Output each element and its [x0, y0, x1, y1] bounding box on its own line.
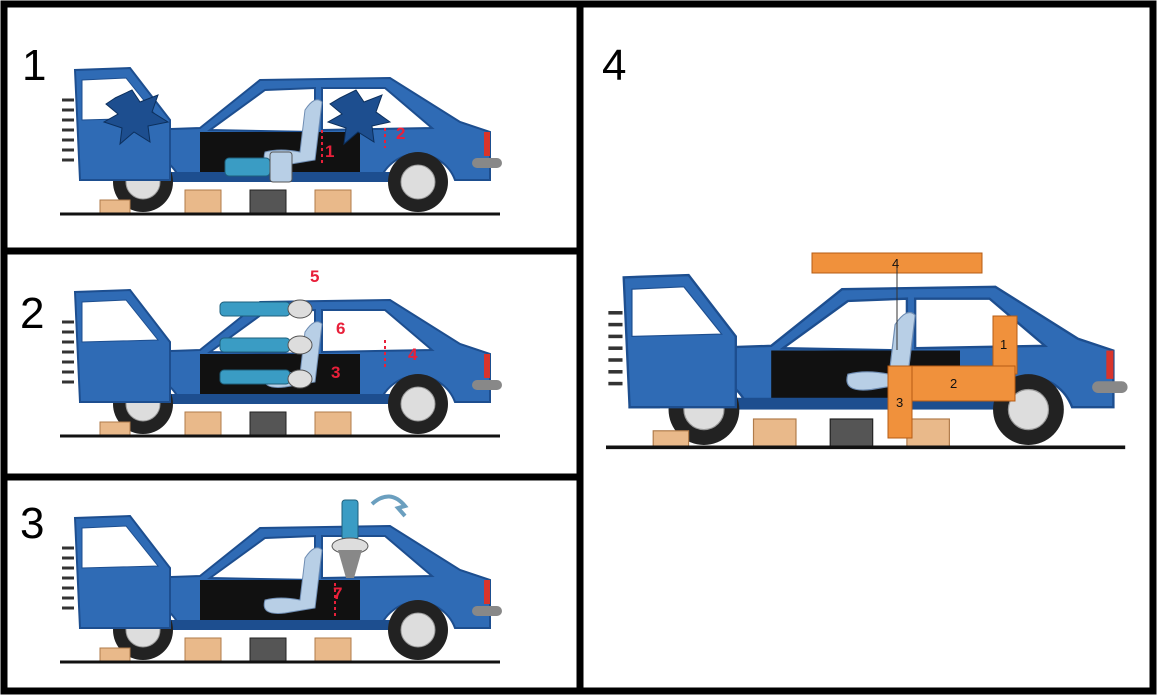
panel-3-car: [60, 496, 502, 662]
panel-1-number: 1: [22, 44, 46, 88]
panel-4-part-label-1: 1: [1000, 337, 1007, 352]
panel-3-number: 3: [20, 502, 44, 546]
panel-1-car: [60, 68, 502, 214]
panel-2-cut-label-6: 6: [336, 319, 345, 338]
panel-2-cut-label-4: 4: [408, 345, 418, 364]
panel-3-cut-label-7: 7: [333, 584, 342, 603]
panel-4-part-label-3: 3: [896, 395, 903, 410]
panel-2-cut-label-3: 3: [331, 363, 340, 382]
panel-1-cut-label-1: 1: [325, 142, 334, 161]
panel-4-car: [606, 275, 1128, 447]
panel-4-part-label-4: 4: [892, 256, 899, 271]
panel-4-number: 4: [602, 44, 626, 88]
panel-1-cut-label-2: 2: [396, 124, 405, 143]
panel-2-car: [60, 290, 502, 436]
panel-2-number: 2: [20, 292, 44, 336]
panel-4-part-label-2: 2: [950, 376, 957, 391]
panel-2-cut-label-5: 5: [310, 267, 319, 286]
